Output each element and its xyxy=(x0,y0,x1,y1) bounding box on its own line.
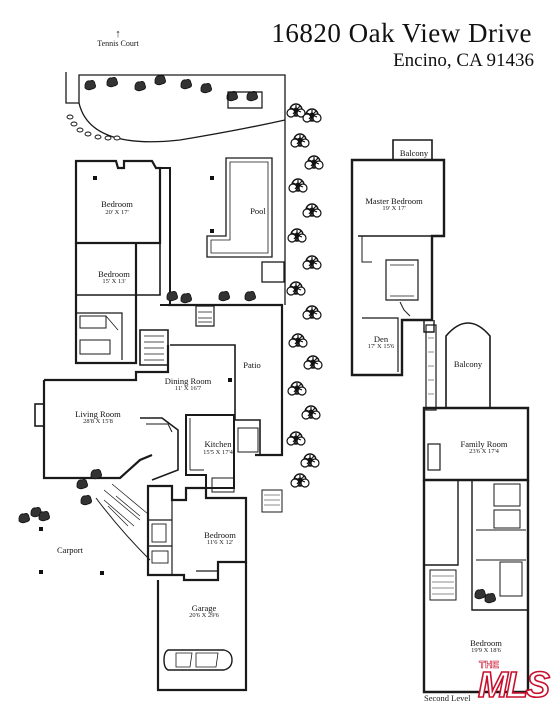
bedroom-2-dims: 15' X 13' xyxy=(102,278,126,285)
kitchen-name: Kitchen xyxy=(204,439,232,449)
patio-label: Patio xyxy=(243,360,261,370)
bedroom-4-dims: 19'9 X 18'6 xyxy=(471,647,501,654)
bedroom-1-dims: 20' X 17' xyxy=(105,209,129,216)
bedroom-4-name: Bedroom xyxy=(470,638,502,648)
balcony-upper-name: Balcony xyxy=(399,148,429,158)
up-arrow-icon: ↑ xyxy=(115,28,121,40)
mls-logo: THE MLS xyxy=(477,658,551,710)
tennis-court-label: ↑ Tennis Court xyxy=(97,28,139,49)
carport-label: Carport xyxy=(57,545,83,555)
dining-room-dims: 11' X 16'7 xyxy=(174,385,202,392)
property-city: Encino, CA 91436 xyxy=(393,50,534,71)
kitchen-dims: 15'5 X 17'4 xyxy=(203,449,233,456)
property-address: 16820 Oak View Drive xyxy=(271,18,532,48)
dining-room-name: Dining Room xyxy=(164,376,212,386)
den-name: Den xyxy=(373,334,389,344)
tennis-court-text: Tennis Court xyxy=(97,39,139,48)
mls-logo-the: THE xyxy=(479,660,500,672)
family-room-name: Family Room xyxy=(460,439,508,449)
pool-label: Pool xyxy=(250,206,266,216)
bedroom-3-dims: 11'6 X 12' xyxy=(206,539,234,546)
balcony-side-name: Balcony xyxy=(453,359,483,369)
family-room-dims: 23'6 X 17'4 xyxy=(469,448,499,455)
living-room-dims: 28'8 X 15'8 xyxy=(83,418,113,425)
garage-name: Garage xyxy=(191,603,217,613)
living-room-name: Living Room xyxy=(75,409,121,419)
bedroom-1-name: Bedroom xyxy=(101,199,133,209)
master-bedroom-dims: 19' X 17' xyxy=(382,205,406,212)
bedroom-2-name: Bedroom xyxy=(98,269,130,279)
master-bedroom-name: Master Bedroom xyxy=(365,196,423,206)
garage-dims: 20'6 X 29'6 xyxy=(189,612,219,619)
mls-logo-mls: MLS xyxy=(477,663,551,706)
second-level-label: Second Level xyxy=(424,693,471,703)
den-dims: 17' X 15'6 xyxy=(367,343,395,350)
bedroom-3-name: Bedroom xyxy=(204,530,236,540)
